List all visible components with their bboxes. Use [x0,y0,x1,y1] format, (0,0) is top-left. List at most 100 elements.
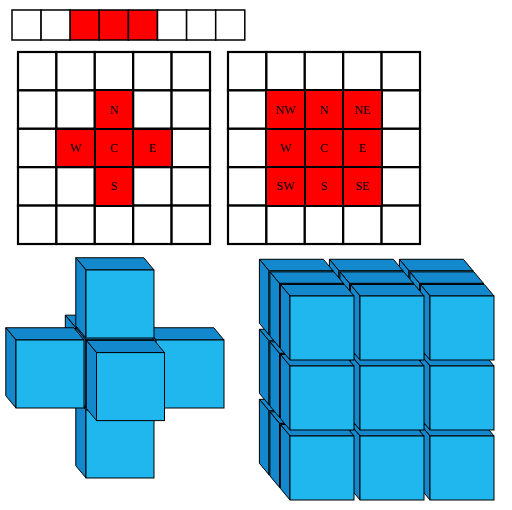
cube-side [86,340,96,420]
grid-cell [343,52,381,90]
neighbour-cell: S [304,166,344,206]
cube-side [420,284,494,296]
grid-cell [172,90,210,128]
cube [280,354,354,430]
cube [280,424,354,500]
one-d-row [12,10,245,40]
grid-cell [133,167,171,205]
grid-cell [228,90,266,128]
row-cell [128,10,157,40]
neighbour-cell: S [94,166,134,206]
cell-label: SW [277,180,295,192]
grid-cell [228,167,266,205]
cube-side [259,259,333,271]
cube [420,424,494,500]
grid-cell [18,206,56,244]
cube-side [280,284,354,296]
cell-label: S [111,180,118,192]
cube-side [280,284,290,360]
row-cell [70,10,99,40]
grid-cell [382,52,420,90]
grid-cell [56,52,94,90]
grid-cell [56,167,94,205]
neighbour-cell: N [304,89,344,129]
grid-cell [266,206,304,244]
row-cell [12,10,41,40]
cube-front [156,340,224,408]
cube [420,354,494,430]
cube-side [6,328,84,340]
grid-cell [305,52,343,90]
cube-side [270,272,280,348]
grid-cell [133,52,171,90]
cube [76,258,154,338]
cube-side [259,399,269,475]
grid-cell [172,206,210,244]
cell-label: NE [354,104,370,116]
cube-side [76,258,154,270]
neighbour-cell: SE [342,166,382,206]
cube-block [259,259,494,500]
cube-side [399,259,473,271]
cube-side [350,284,424,296]
cube [86,340,164,420]
neighbour-cell: SW [265,166,305,206]
cube-front [360,296,424,360]
cube-front [16,340,84,408]
cube-side [146,328,224,340]
cube-front [430,436,494,500]
cell-label: C [110,142,118,154]
cube-front [290,296,354,360]
grid-cell [172,52,210,90]
grid-cell [18,167,56,205]
grid-cell [133,206,171,244]
row-cell [187,10,216,40]
cube-front [290,366,354,430]
neighbour-cell: C [94,128,134,168]
cube-side [270,412,280,488]
grid-cell [228,129,266,167]
grid-cell [56,90,94,128]
cell-label: W [280,142,291,154]
row-cell [216,10,245,40]
cube-side [259,329,269,405]
grid-cell [172,167,210,205]
cube [420,284,494,360]
neighbour-cell: W [55,128,95,168]
grid-cell [228,206,266,244]
neighbour-cell: C [304,128,344,168]
grid-cell [18,52,56,90]
grid-cell [343,206,381,244]
neighbour-cell: NW [265,89,305,129]
row-cell [99,10,128,40]
cell-label: N [320,104,329,116]
cell-label: E [359,142,366,154]
cube-side [6,328,16,408]
grid-cell [382,129,420,167]
grid-5x5 [228,52,420,244]
cube-side [259,259,269,335]
cube-front [86,270,154,338]
cube [280,284,354,360]
cube [350,284,424,360]
grid-cell [382,90,420,128]
grid-cell [382,167,420,205]
grid-cell [18,90,56,128]
cube-front [360,436,424,500]
grid-cell [95,52,133,90]
cube-side [329,259,403,271]
cube-side [270,272,344,284]
neighbour-cell: E [342,128,382,168]
neighbour-cell: W [265,128,305,168]
grid-cell [266,52,304,90]
cube-side [76,258,86,338]
cube-front [360,366,424,430]
grid-cell [172,129,210,167]
grid-cell [56,206,94,244]
cube-side [76,398,86,478]
neighbour-cell: NE [342,89,382,129]
cube [350,354,424,430]
cube-front [97,353,165,421]
